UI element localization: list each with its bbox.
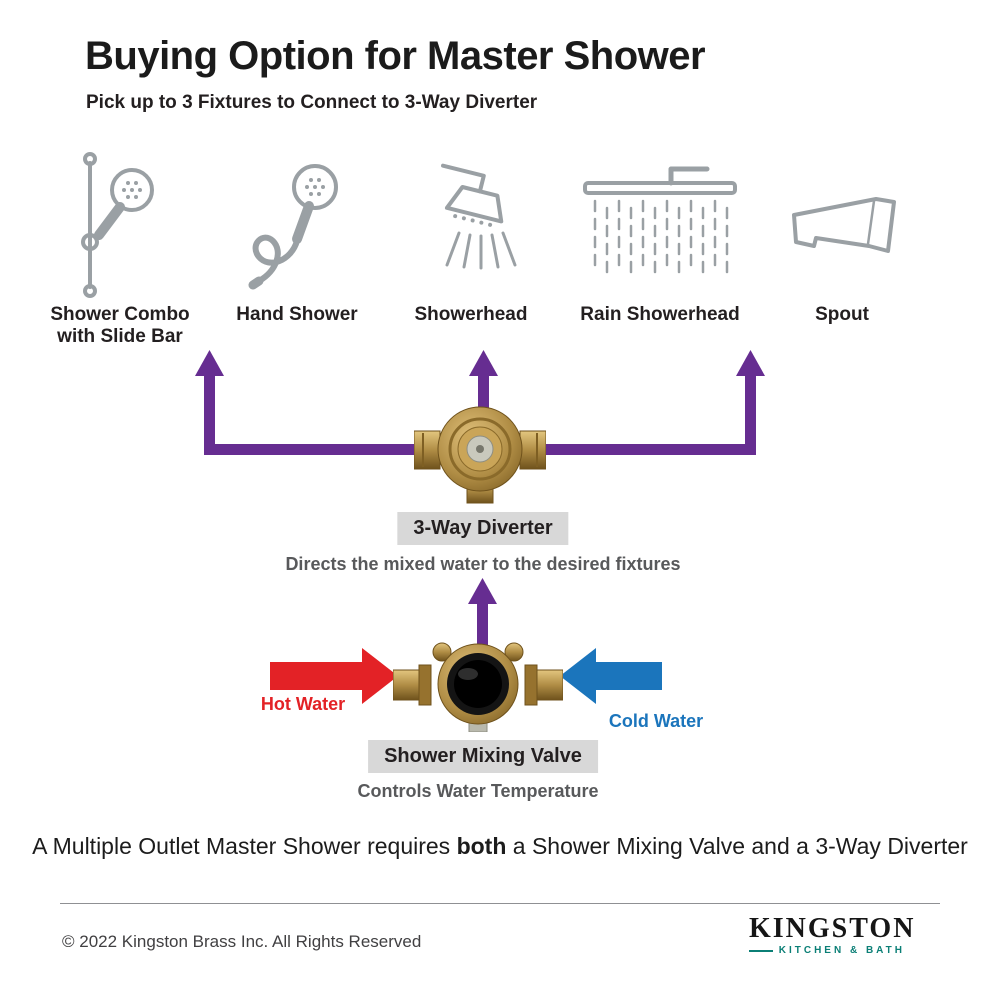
page-subtitle: Pick up to 3 Fixtures to Connect to 3-Wa… <box>86 92 538 113</box>
cold-water-arrow <box>560 648 662 704</box>
fixture-shower-combo: Shower Combo with Slide Bar <box>30 146 210 349</box>
three-way-diverter-image <box>413 395 547 512</box>
hand-shower-icon <box>207 146 387 304</box>
rain-showerhead-icon <box>570 146 750 304</box>
brand-tagline: KITCHEN & BATH <box>778 945 905 957</box>
summary-suffix: a Shower Mixing Valve and a 3-Way Divert… <box>506 833 968 859</box>
rain-drops <box>593 199 729 274</box>
fixture-rain-showerhead: Rain Showerhead <box>570 146 750 326</box>
fixture-spout: Spout <box>752 146 932 326</box>
brand-rule <box>749 949 773 952</box>
hot-water-arrow <box>270 648 398 704</box>
mixing-valve-label: Shower Mixing Valve <box>368 740 598 773</box>
diverter-description: Directs the mixed water to the desired f… <box>285 554 681 574</box>
mixing-to-diverter-arrow <box>468 578 497 648</box>
summary-sentence: A Multiple Outlet Master Shower requires… <box>0 833 1000 860</box>
shower-mixing-valve-image <box>392 632 564 737</box>
shower-combo-slide-bar-icon <box>30 146 210 304</box>
hot-water-label: Hot Water <box>260 694 346 714</box>
fixture-hand-shower: Hand Shower <box>207 146 387 326</box>
fixture-showerhead: Showerhead <box>381 146 561 326</box>
summary-prefix: A Multiple Outlet Master Shower requires <box>32 833 457 859</box>
mixing-valve-description: Controls Water Temperature <box>357 781 599 801</box>
fixture-label: Spout <box>815 304 869 325</box>
fixture-label: Shower Combo with Slide Bar <box>50 304 190 348</box>
summary-bold: both <box>456 833 507 859</box>
diverter-label: 3-Way Diverter <box>397 512 569 545</box>
copyright-text: © 2022 Kingston Brass Inc. All Rights Re… <box>62 932 422 951</box>
page-title: Buying Option for Master Shower <box>85 34 706 78</box>
kingston-logo: KINGSTON KITCHEN & BATH <box>749 913 916 957</box>
spout-icon <box>752 146 932 304</box>
fixture-label: Rain Showerhead <box>580 304 740 325</box>
brand-wordmark: KINGSTON <box>749 913 916 944</box>
fixture-label: Hand Shower <box>236 304 358 325</box>
footer-divider <box>60 903 940 904</box>
fixture-label: Showerhead <box>414 304 528 325</box>
showerhead-icon <box>381 146 561 304</box>
cold-water-label: Cold Water <box>608 711 704 731</box>
